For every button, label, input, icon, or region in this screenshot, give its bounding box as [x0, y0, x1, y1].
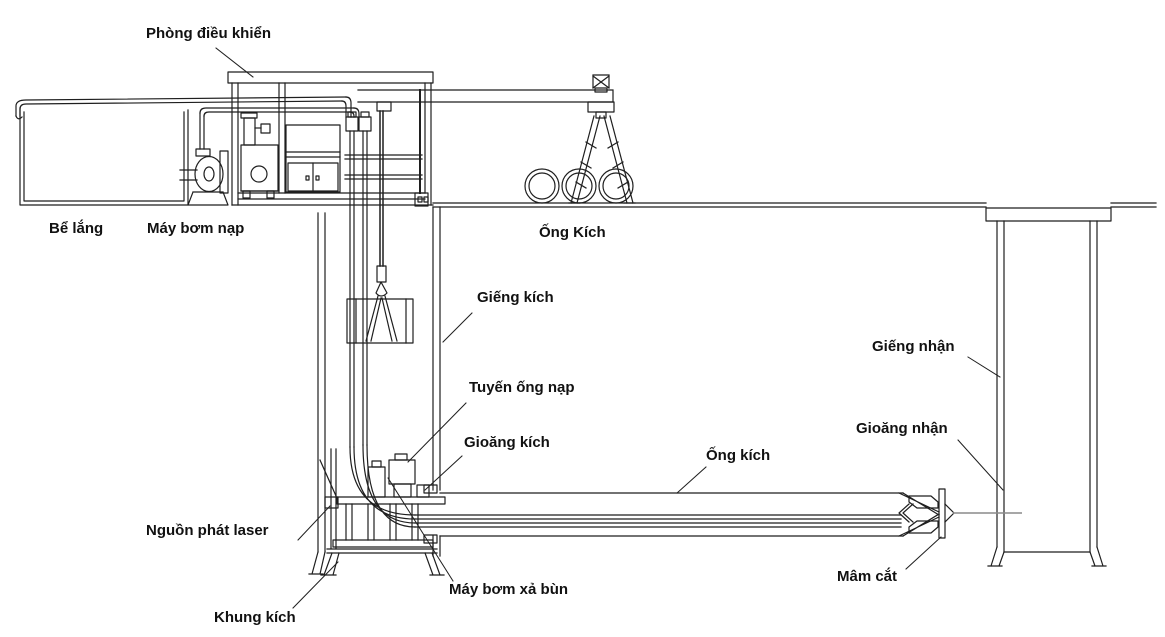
hanging-pipe-drawing: [346, 110, 414, 344]
control-room-drawing: [227, 71, 434, 207]
label-laser-source: Nguồn phát laser: [146, 522, 269, 539]
label-jacking-seal: Gioăng kích: [464, 434, 550, 451]
label-control-room: Phòng điều khiển: [146, 25, 272, 42]
ground-line: [432, 202, 1157, 208]
stored-pipes-drawing: [524, 168, 634, 204]
label-settling-tank: Bể lắng: [49, 220, 104, 237]
label-jacking-frame: Khung kích: [214, 609, 296, 626]
settling-tank-drawing: [15, 96, 352, 206]
crane-beam-drawing: [357, 74, 636, 204]
receiving-shaft-drawing: [985, 207, 1112, 567]
jacking-pipe-drawing: [414, 492, 904, 537]
label-feed-pipe-line: Tuyến ống nạp: [469, 379, 575, 396]
cutter-head-drawing: [898, 488, 955, 539]
label-cutter-head: Mâm cắt: [837, 568, 898, 585]
jacking-frame-drawing: [319, 444, 446, 576]
feed-pipes-drawing: [345, 111, 372, 448]
feed-pump-drawing: [179, 107, 360, 206]
label-feed-pump: Máy bơm nạp: [147, 220, 245, 237]
label-jacking-pipe: Ống kích: [706, 447, 771, 464]
label-receiving-shaft: Giếng nhận: [872, 338, 955, 355]
label-jacking-shaft: Giếng kích: [477, 289, 554, 306]
label-stored-jacking-pipes: Ống Kích: [539, 224, 606, 241]
leader-lines: [215, 47, 1004, 609]
label-receiving-seal: Gioăng nhận: [856, 420, 948, 437]
label-slurry-discharge-pump: Máy bơm xả bùn: [449, 581, 569, 598]
